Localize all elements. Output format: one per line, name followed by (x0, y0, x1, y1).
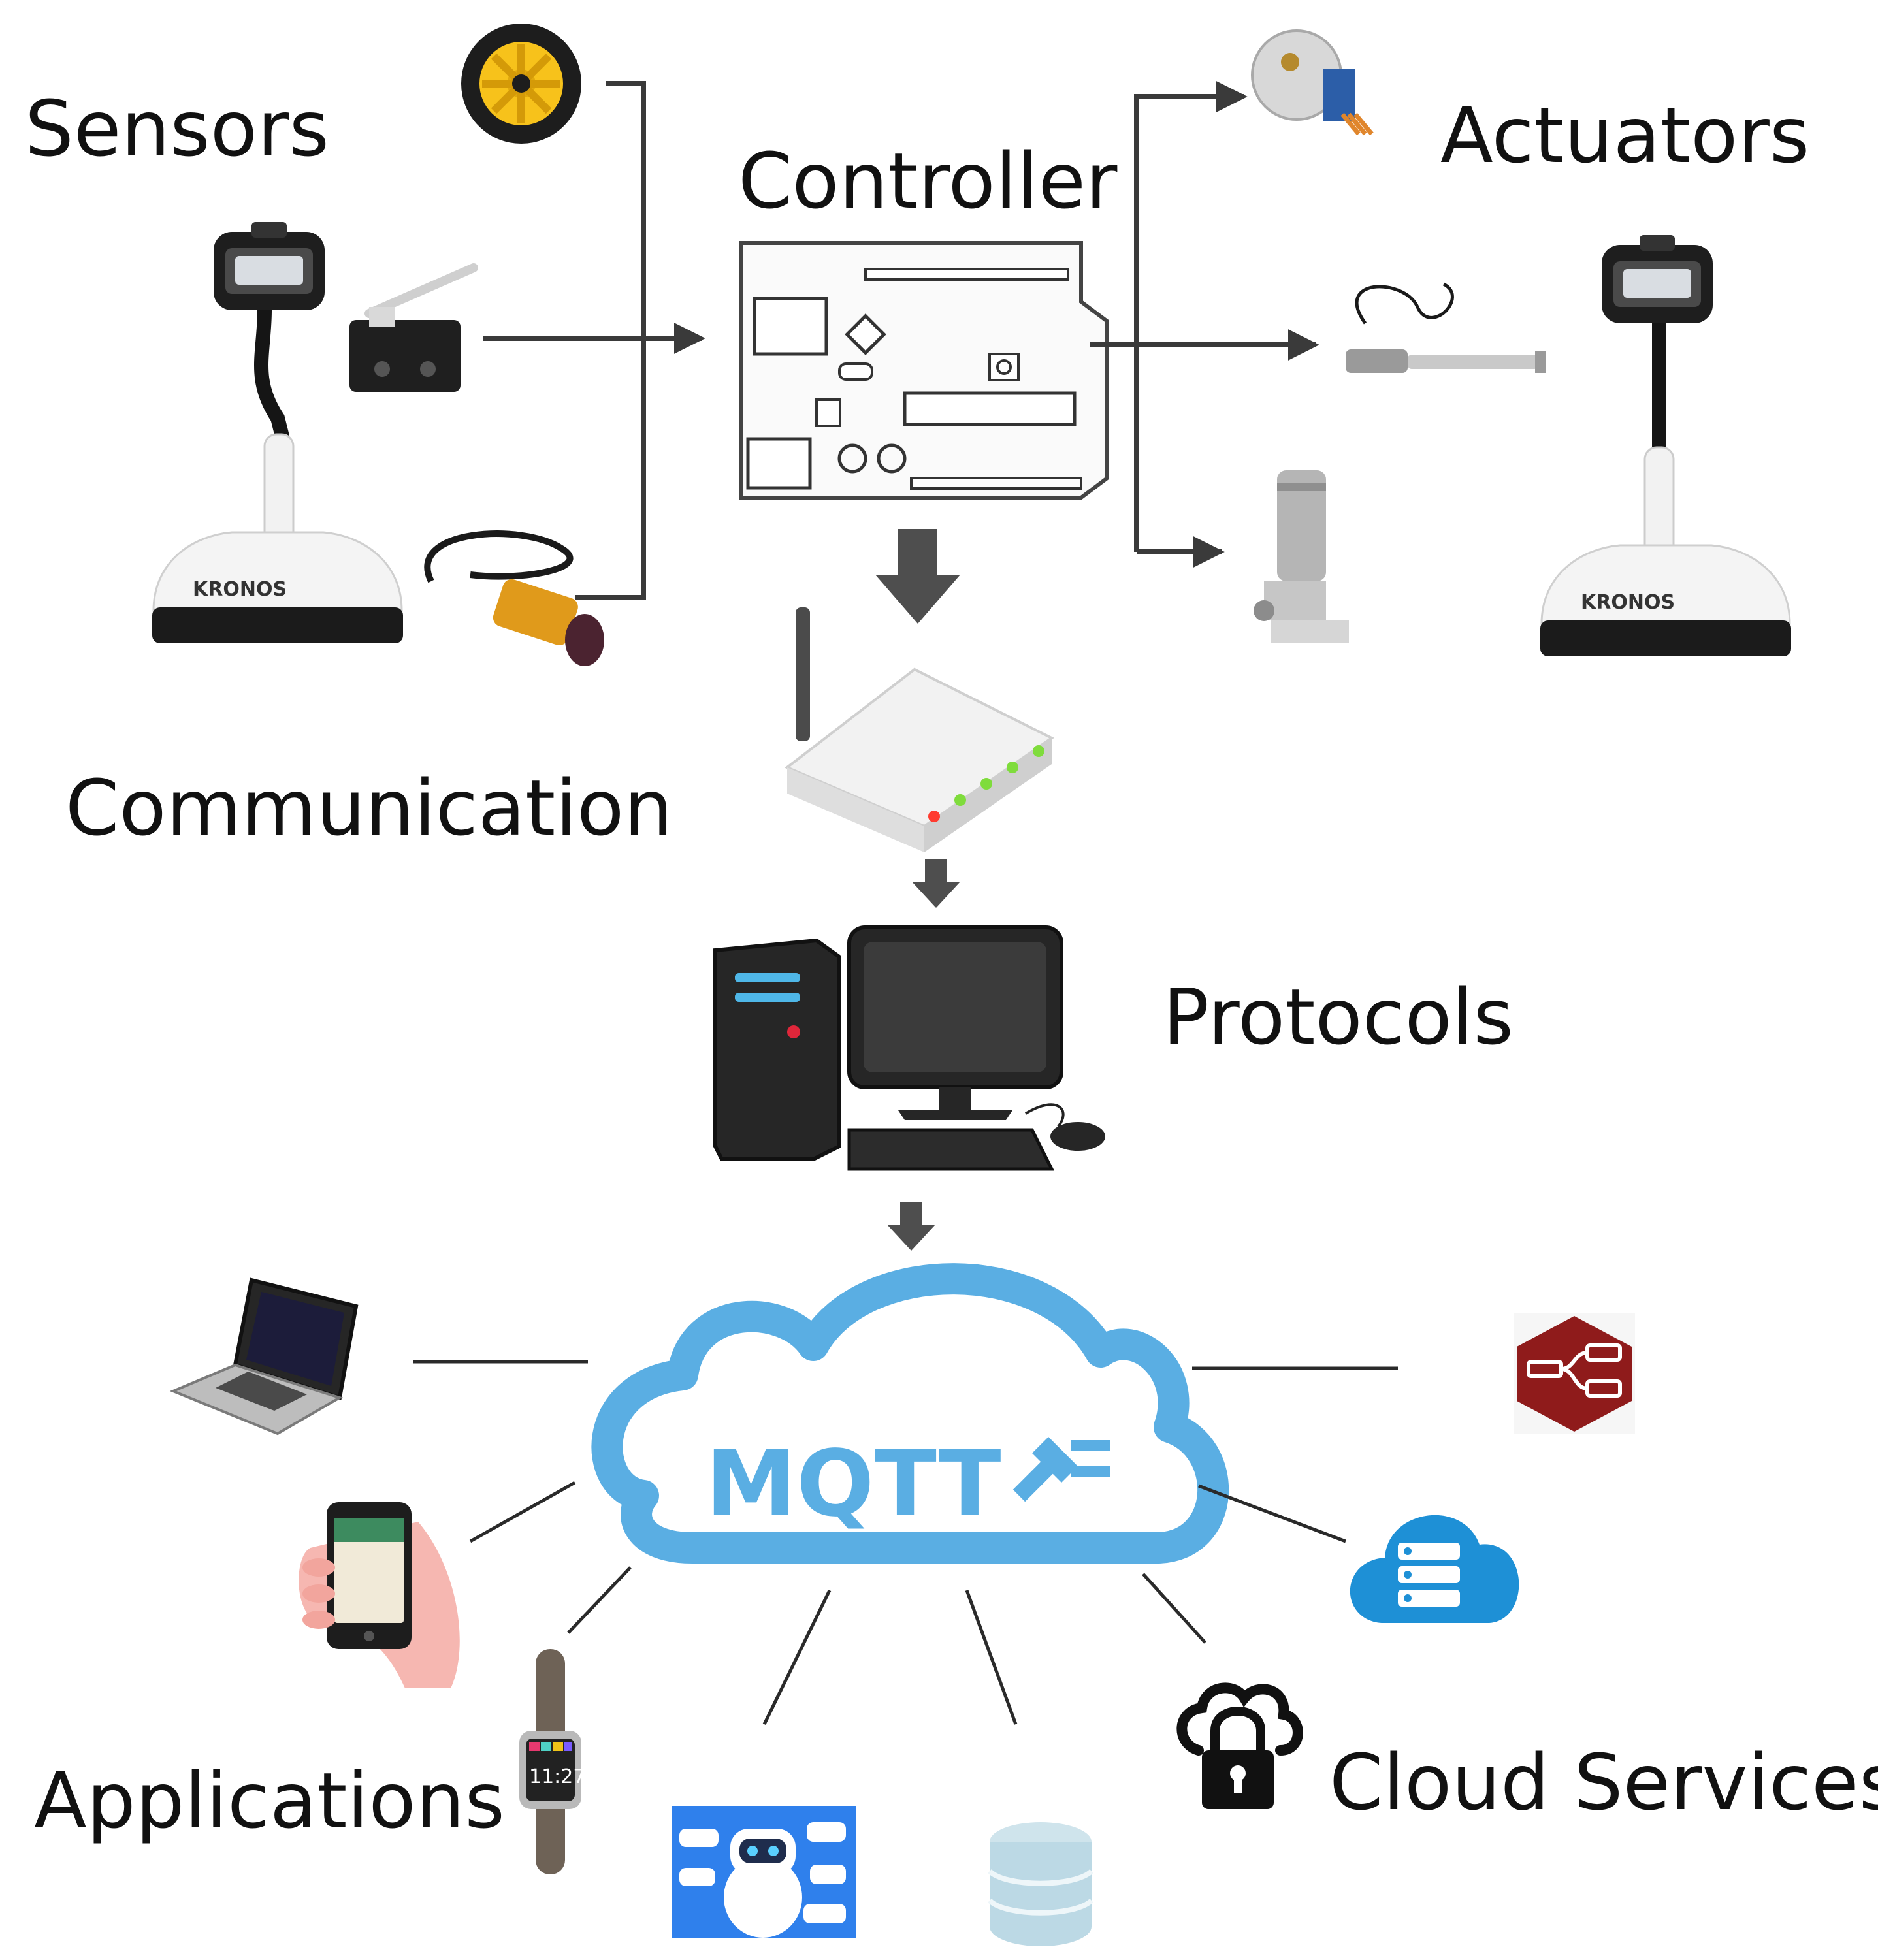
mqtt-text: MQTT (705, 1431, 1001, 1537)
sensors-label: Sensors (25, 84, 329, 174)
applications-label: Applications (34, 1756, 505, 1846)
router-to-computer-arrow (912, 859, 960, 908)
node-red-icon (1514, 1313, 1635, 1434)
robot-left: KRONOS (152, 222, 403, 643)
laptop-icon (169, 1277, 359, 1436)
gear-motor-icon (1254, 470, 1349, 643)
robot-right: KRONOS (1540, 235, 1791, 656)
cloud-server-icon (1350, 1515, 1519, 1623)
robot-brand-left: KRONOS (193, 578, 287, 601)
smartwatch-icon: 11:27 (519, 1649, 585, 1874)
mqtt-cloud: MQTT (591, 1263, 1229, 1564)
computer-to-cloud-arrow (887, 1202, 935, 1251)
desktop-computer-icon (713, 925, 1105, 1171)
plug-icon (1012, 1437, 1110, 1502)
wheel-encoder-icon (461, 24, 581, 144)
cloud-lock-icon (1176, 1682, 1303, 1809)
controller-label: Controller (738, 136, 1118, 226)
wifi-router-icon (785, 607, 1054, 852)
protocols-label: Protocols (1163, 972, 1514, 1062)
cloud-connector-lines (413, 1360, 1398, 1726)
database-icon (988, 1822, 1093, 1946)
arduino-board-icon (739, 241, 1109, 500)
linear-actuator-icon (1346, 282, 1546, 373)
stepper-motor-icon (1251, 29, 1374, 136)
controller-to-router-arrow (875, 529, 960, 624)
communication-label: Communication (65, 763, 673, 853)
actuators-label: Actuators (1440, 90, 1809, 180)
sensor-connector-lines (483, 81, 705, 600)
robot-brand-right: KRONOS (1581, 591, 1675, 614)
cloud-services-label: Cloud Services (1329, 1737, 1878, 1827)
actuator-connector-lines (1090, 81, 1319, 568)
limit-switch-icon (349, 263, 478, 392)
chatbot-icon (672, 1806, 856, 1938)
watch-time: 11:27 (529, 1765, 585, 1788)
proximity-sensor-icon (424, 530, 604, 666)
smartphone-icon (299, 1502, 460, 1688)
